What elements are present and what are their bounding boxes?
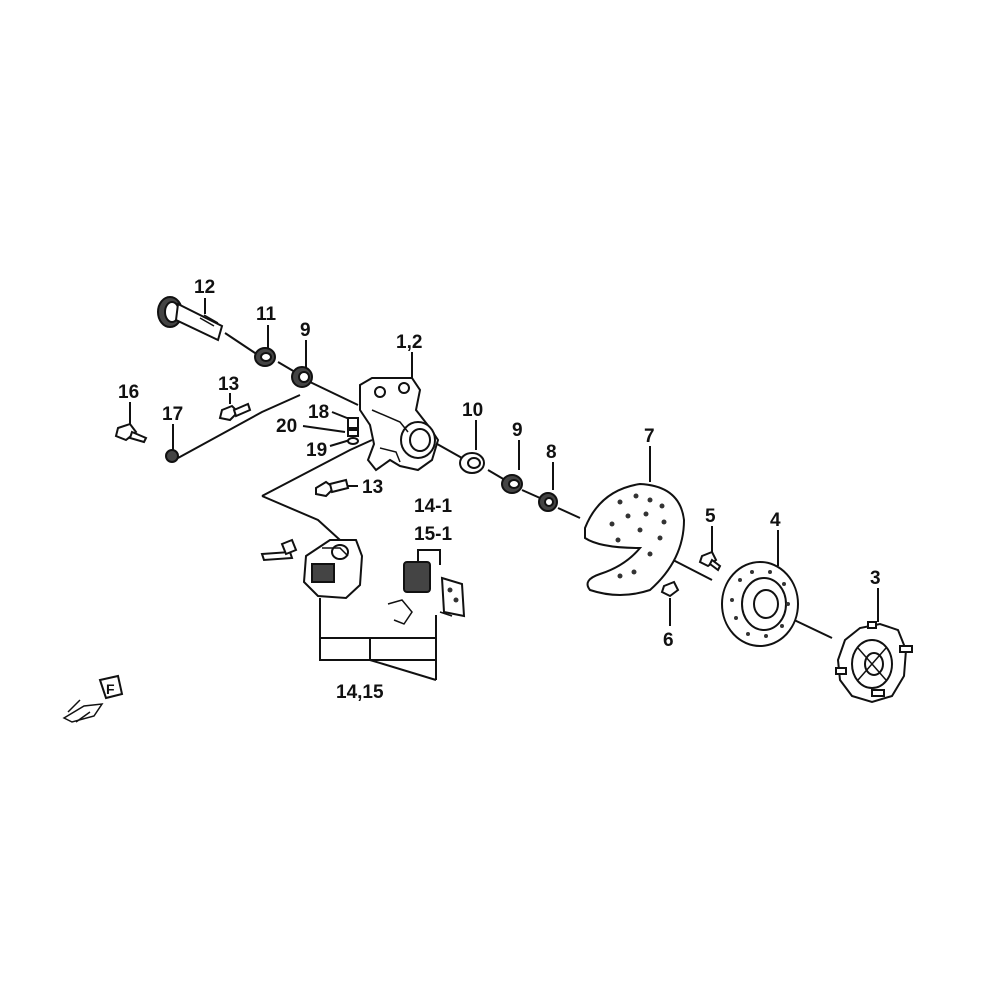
bolt-6	[660, 580, 680, 598]
label-13-upper: 13	[218, 374, 239, 395]
label-9-left: 9	[300, 320, 311, 341]
spacer-10	[459, 452, 485, 474]
label-6: 6	[663, 630, 674, 651]
part-labels: 12 11 9 1,2 16 13 17 18 20 19 10 9 8 7 1…	[106, 277, 881, 703]
label-16: 16	[118, 382, 139, 403]
axle-bolt	[157, 296, 224, 342]
label-7: 7	[644, 426, 655, 447]
label-1-2: 1,2	[396, 332, 422, 353]
brake-caliper	[260, 538, 364, 600]
label-18: 18	[308, 402, 329, 423]
small-parts-18-20	[347, 417, 359, 445]
bolt-5	[698, 550, 722, 572]
bearing-9-left	[291, 366, 313, 388]
label-12: 12	[194, 277, 215, 298]
label-5: 5	[705, 506, 716, 527]
nut-17	[165, 449, 179, 463]
washer-11	[254, 347, 276, 367]
label-13-lower: 13	[362, 477, 383, 498]
front-marker-letter: F	[106, 681, 115, 697]
label-14-15: 14,15	[336, 682, 384, 703]
brake-pads	[387, 561, 466, 625]
label-17: 17	[162, 404, 183, 425]
label-14-1: 14-1	[414, 496, 452, 517]
label-19: 19	[306, 440, 327, 461]
label-9-right: 9	[512, 420, 523, 441]
label-15-1: 15-1	[414, 524, 452, 545]
leader-lines	[129, 298, 879, 681]
disc-guard-7	[584, 482, 686, 596]
front-direction-arrow-icon	[62, 674, 124, 723]
brake-disc-4	[721, 561, 799, 647]
bolt-16	[114, 422, 148, 444]
bolt-13-lower	[315, 478, 350, 498]
wheel-hub-3	[835, 621, 913, 704]
label-3: 3	[870, 568, 881, 589]
label-4: 4	[770, 510, 781, 531]
label-10: 10	[462, 400, 483, 421]
label-20: 20	[276, 416, 297, 437]
label-11: 11	[256, 304, 277, 325]
steering-knuckle	[359, 377, 440, 472]
bolt-13-upper	[218, 402, 252, 422]
bearing-9-right	[501, 474, 523, 494]
oil-seal-8	[538, 492, 558, 512]
label-8: 8	[546, 442, 557, 463]
